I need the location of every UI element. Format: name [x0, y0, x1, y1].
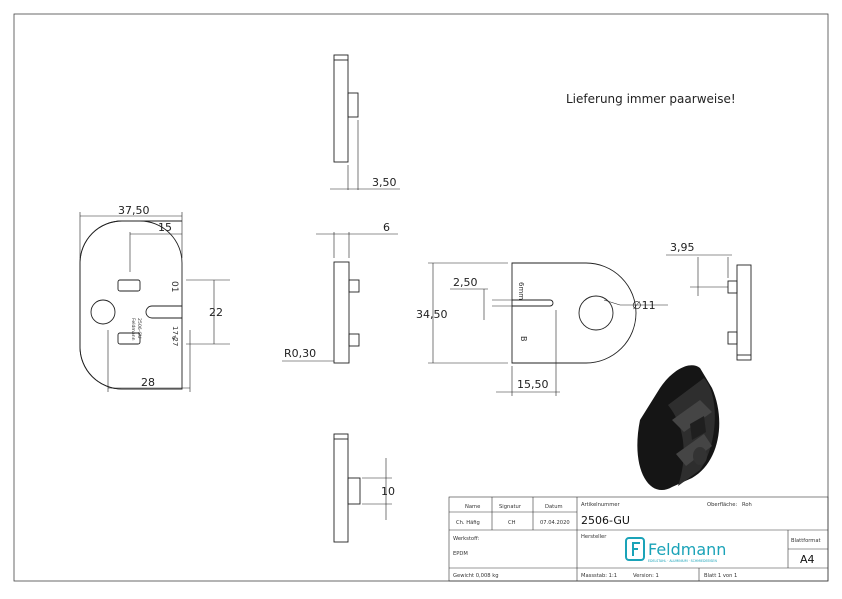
dim-bottom-width: 28 [141, 376, 155, 389]
feldmann-logo: Feldmann EDELSTAHL · ALUMINIUM · SCHMIED… [625, 537, 726, 563]
tb-date-label: Datum [545, 504, 563, 510]
tb-sheet: Blatt 1 von 1 [704, 573, 737, 579]
dim-right-height: 22 [209, 306, 223, 319]
dim-side-thickness: 3,50 [372, 176, 397, 189]
dim-hole-diameter: ∅11 [632, 299, 656, 312]
tb-name-value: Ch. Häfig [456, 520, 480, 526]
dim-right-thickness: 3,95 [670, 241, 695, 254]
isometric-view [637, 365, 720, 491]
front-view [511, 262, 637, 364]
tb-material-value: EPDM [453, 551, 468, 557]
tb-article-label: Artikelnummer [581, 502, 620, 508]
dim-lines-topview [79, 212, 230, 392]
dim-slot-depth: 15,50 [517, 378, 549, 391]
marking-brand: Feldmann [130, 318, 136, 341]
dim-side-width: 6 [383, 221, 390, 234]
marking-size-bottom: 17-27 [171, 326, 179, 346]
tb-signature-value: CH [508, 520, 516, 526]
dim-lines-side-bottom [362, 458, 392, 520]
tb-format-label: Blattformat [791, 538, 821, 544]
tb-scale: Massstab: 1:1 [581, 573, 617, 579]
dim-bottom-height: 10 [381, 485, 395, 498]
marking-front-code: B [519, 336, 528, 342]
logo-text: Feldmann [648, 540, 726, 559]
top-view [79, 220, 183, 390]
sheet-border [13, 13, 829, 582]
dim-lines-right [666, 254, 732, 296]
dim-front-height: 34,50 [416, 308, 448, 321]
tb-material-label: Werkstoff: [453, 536, 480, 542]
tb-surface-value: Roh [742, 502, 752, 508]
top-view-features [90, 279, 182, 345]
tb-name-label: Name [465, 504, 480, 510]
marking-size-unit: 6 [170, 336, 177, 340]
dim-lines-side-top [330, 120, 400, 190]
tb-signature-label: Signatur [499, 504, 522, 510]
dim-lines-front [428, 262, 668, 396]
delivery-note: Lieferung immer paarweise! [566, 92, 736, 106]
right-side-view [727, 264, 752, 361]
tb-surface-label: Oberfläche: [707, 502, 737, 508]
dim-top-width: 37,50 [118, 204, 150, 217]
top-view-shape [79, 220, 182, 390]
marking-size-top: 01 [169, 281, 179, 292]
dim-slot-width: 2,50 [453, 276, 478, 289]
dim-radius: R0,30 [284, 347, 316, 360]
dim-lines-side-mid [282, 232, 398, 362]
side-view-top [333, 54, 359, 163]
tb-manufacturer-label: Hersteller [581, 534, 607, 540]
tb-weight: Gewicht 0,008 kg [453, 573, 499, 579]
side-view-bottom [333, 433, 361, 543]
tb-article-value: 2506-GU [581, 514, 630, 527]
tb-date-value: 07.04.2020 [540, 520, 570, 526]
tb-format-value: A4 [800, 553, 815, 566]
marking-article: 2506-GU [136, 318, 142, 338]
title-block-grid [448, 496, 829, 582]
side-view-middle [333, 261, 360, 364]
dim-top-slot: 15 [158, 221, 172, 234]
logo-tagline: EDELSTAHL · ALUMINIUM · SCHMIEDEEISEN [648, 559, 717, 563]
tb-version: Version: 1 [633, 573, 659, 579]
marking-front-mm: 6mm [517, 282, 525, 300]
